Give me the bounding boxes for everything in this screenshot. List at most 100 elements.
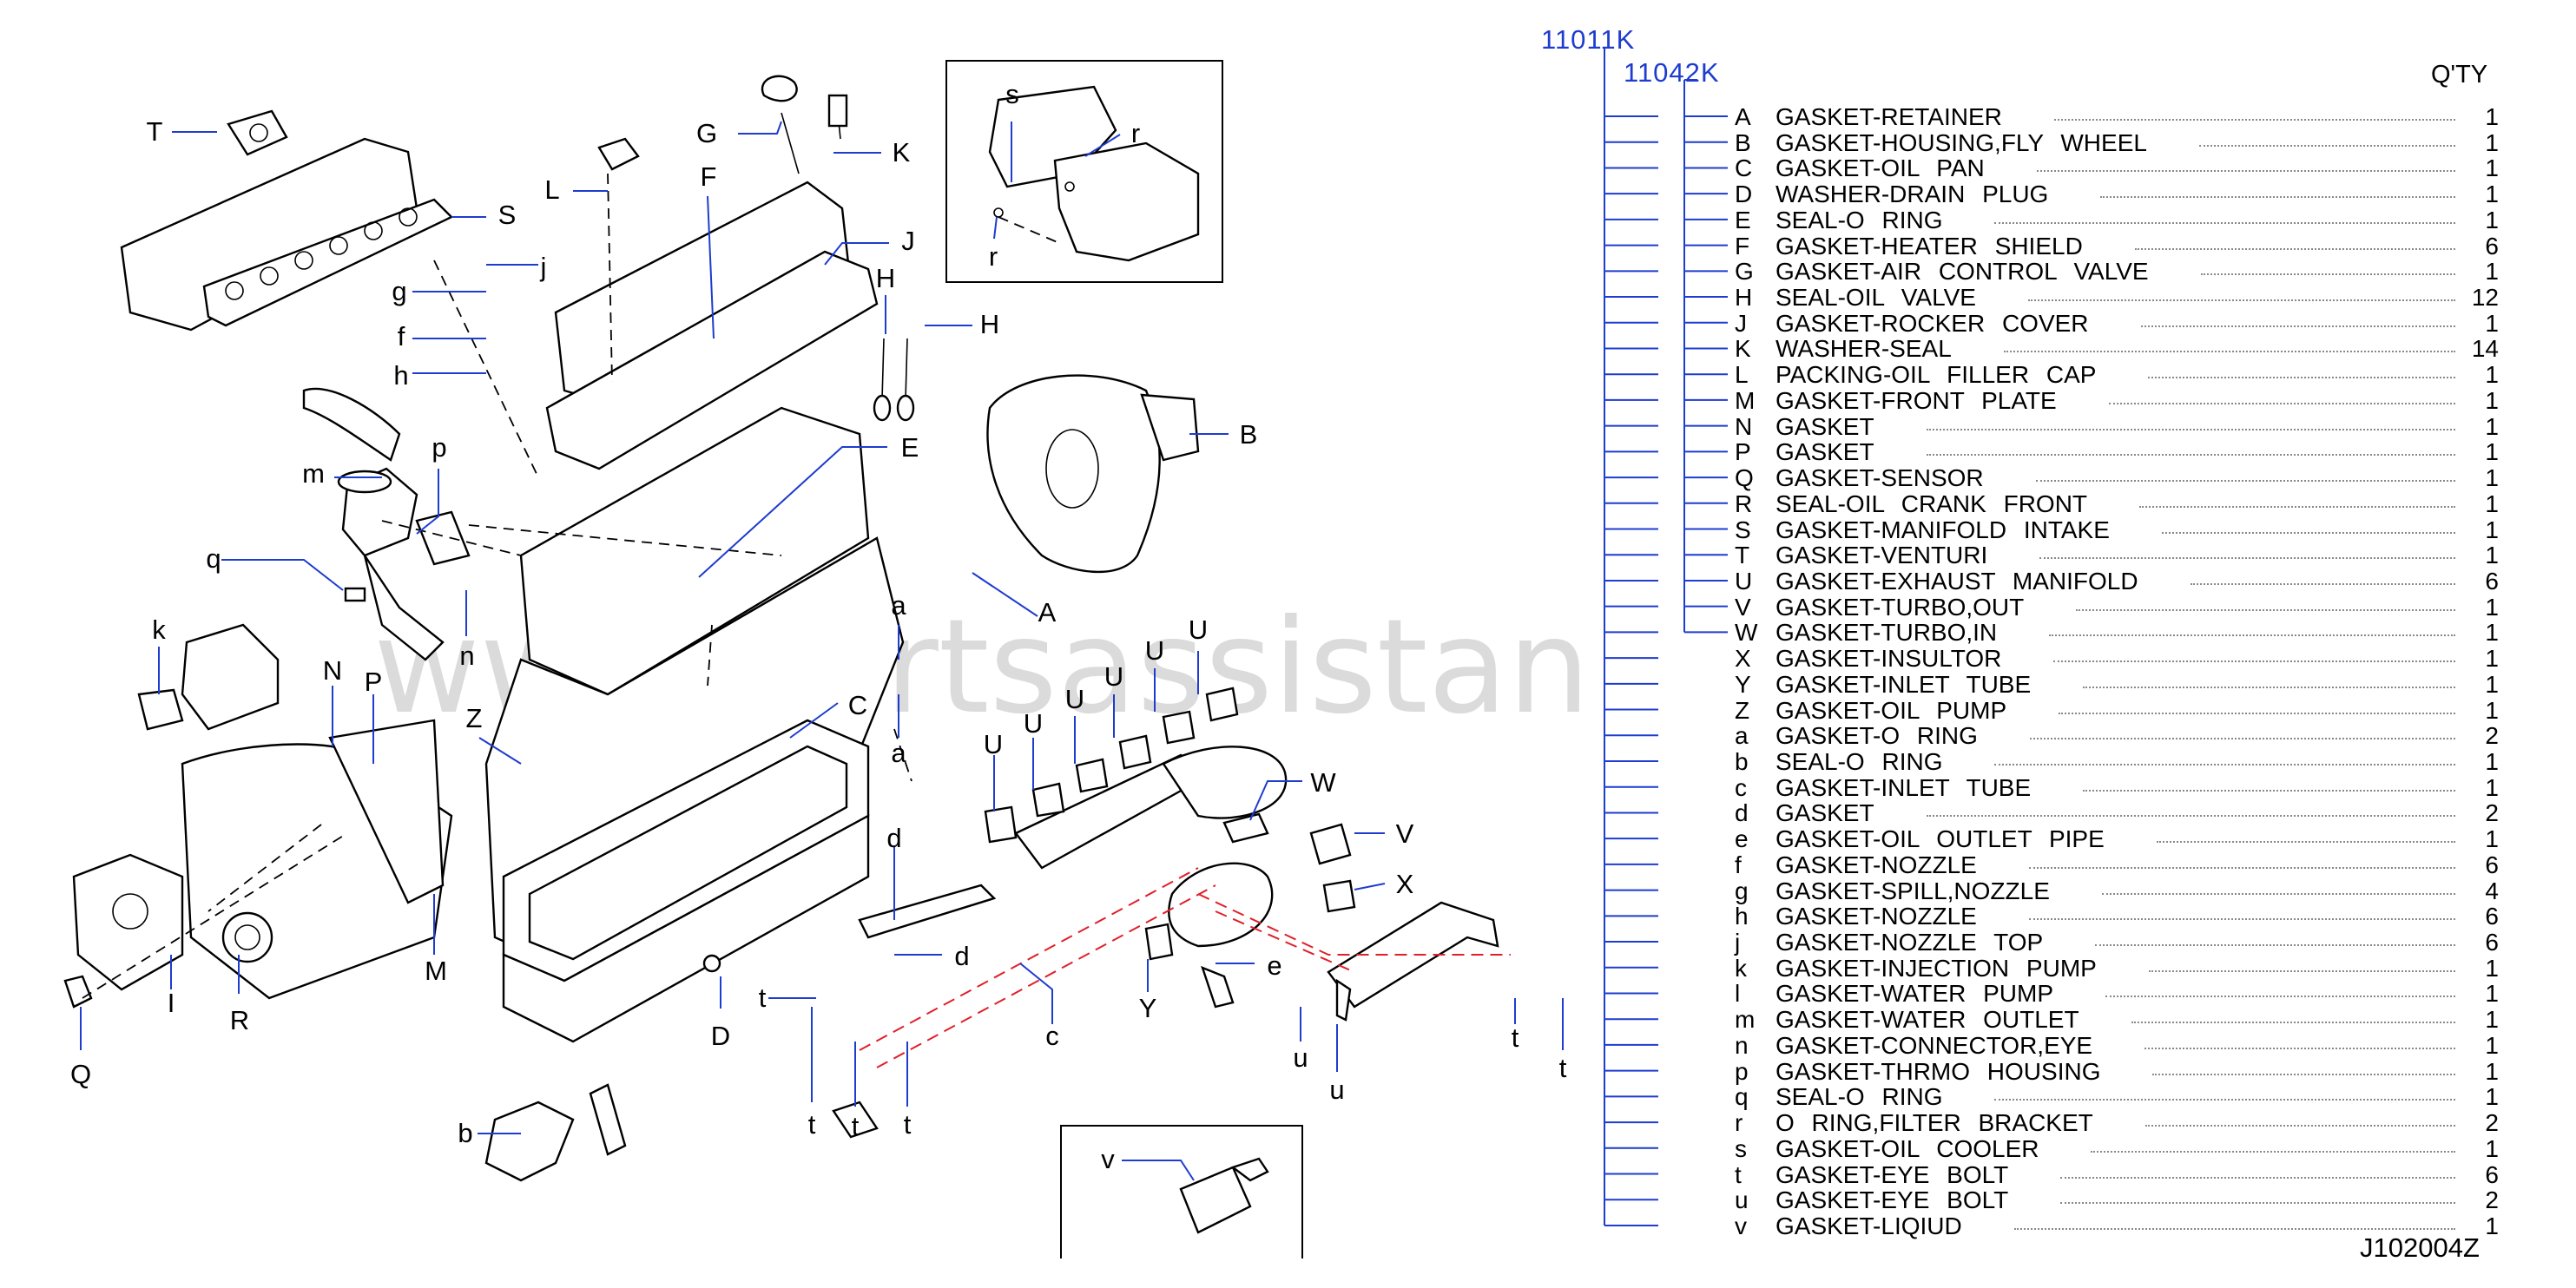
callout-Y: Y bbox=[1138, 993, 1157, 1023]
part-code: U bbox=[1735, 567, 1753, 595]
leader-dots bbox=[2199, 144, 2455, 147]
part-code: Y bbox=[1735, 670, 1751, 698]
part-qty: 1 bbox=[2485, 181, 2499, 208]
part-code: m bbox=[1735, 1006, 1756, 1034]
leader-dots bbox=[2039, 557, 2455, 560]
callout-f: f bbox=[397, 321, 405, 352]
part-code: H bbox=[1735, 284, 1753, 312]
callout-R: R bbox=[229, 1005, 250, 1035]
liquid-gasket-inset-frame bbox=[1060, 1125, 1303, 1258]
callout-u-1: u bbox=[1293, 1042, 1308, 1073]
part-qty: 1 bbox=[2485, 773, 2499, 801]
group-code-outer: 11011K bbox=[1541, 24, 1636, 55]
oil-cooler-parts bbox=[988, 85, 1200, 262]
part-name: WASHER-DRAIN PLUG bbox=[1776, 181, 2049, 208]
callout-u-2: u bbox=[1329, 1074, 1345, 1105]
callout-A: A bbox=[1038, 597, 1057, 628]
part-name: GASKET-SENSOR bbox=[1776, 464, 1984, 492]
part-qty: 1 bbox=[2485, 412, 2499, 440]
callout-U-5: U bbox=[1144, 635, 1165, 666]
rocker-cover bbox=[545, 75, 879, 470]
part-code: R bbox=[1735, 490, 1753, 517]
part-qty: 1 bbox=[2485, 1057, 2499, 1085]
exploded-engine-diagram: www.partsassistant.com bbox=[63, 60, 1580, 1258]
part-code: k bbox=[1735, 954, 1747, 982]
part-name: GASKET-EYE BOLT bbox=[1776, 1186, 2009, 1214]
part-name: GASKET-VENTURI bbox=[1776, 542, 1988, 569]
part-name: GASKET-HOUSING,FLY WHEEL bbox=[1776, 128, 2147, 156]
callout-F: F bbox=[700, 161, 717, 192]
part-qty: 6 bbox=[2485, 1160, 2499, 1188]
part-name: SEAL-O RING bbox=[1776, 206, 1943, 233]
part-code: T bbox=[1735, 542, 1750, 569]
leader-dots bbox=[2131, 1022, 2455, 1024]
timing-cover bbox=[63, 719, 453, 1009]
leader-dots bbox=[2029, 918, 2455, 921]
leader-dots bbox=[2053, 660, 2455, 663]
callout-U-6: U bbox=[1188, 614, 1209, 645]
part-name: GASKET-OIL PUMP bbox=[1776, 696, 2007, 724]
leader-dots bbox=[2059, 712, 2455, 714]
leader-dots bbox=[2141, 325, 2455, 327]
leader-dots bbox=[2060, 1202, 2455, 1205]
part-name: GASKET bbox=[1776, 438, 1874, 466]
part-qty: 1 bbox=[2485, 103, 2499, 130]
callout-t-3: t bbox=[851, 1111, 860, 1141]
callout-k: k bbox=[152, 614, 166, 645]
part-code: Z bbox=[1735, 696, 1750, 724]
part-qty: 1 bbox=[2485, 1031, 2499, 1059]
callout-W: W bbox=[1310, 767, 1336, 798]
leader-dots bbox=[1994, 1099, 2455, 1101]
part-code: L bbox=[1735, 361, 1749, 389]
diagram-reference-code: J102004Z bbox=[2360, 1232, 2480, 1263]
part-code: g bbox=[1735, 877, 1749, 904]
part-qty: 1 bbox=[2485, 361, 2499, 389]
oil-cooler-inset-frame bbox=[945, 60, 1223, 283]
callout-Q: Q bbox=[69, 1059, 92, 1089]
callout-v: v bbox=[1101, 1144, 1115, 1174]
injection-pump bbox=[137, 623, 280, 731]
leader-dots bbox=[2083, 789, 2455, 792]
callout-g: g bbox=[392, 276, 407, 306]
callout-q: q bbox=[206, 543, 221, 574]
part-qty: 6 bbox=[2485, 929, 2499, 956]
part-qty: 1 bbox=[2485, 619, 2499, 647]
part-name: WASHER-SEAL bbox=[1776, 335, 1952, 363]
callout-a-1: a bbox=[891, 590, 906, 621]
leader-dots bbox=[2139, 505, 2455, 508]
part-code: N bbox=[1735, 412, 1753, 440]
part-qty: 6 bbox=[2485, 903, 2499, 930]
part-code: p bbox=[1735, 1057, 1749, 1085]
part-qty: 1 bbox=[2485, 206, 2499, 233]
part-code: A bbox=[1735, 103, 1751, 130]
part-code: Q bbox=[1735, 464, 1754, 492]
part-qty: 1 bbox=[2485, 696, 2499, 724]
leader-dots bbox=[2144, 1047, 2455, 1049]
part-code: S bbox=[1735, 516, 1751, 543]
leader-dots bbox=[2157, 841, 2455, 844]
leader-dots bbox=[2083, 686, 2455, 688]
oil-pipes bbox=[484, 884, 1499, 1234]
part-code: b bbox=[1735, 748, 1749, 775]
part-name: SEAL-O RING bbox=[1776, 1083, 1943, 1111]
callout-G: G bbox=[695, 118, 718, 148]
leader-dots bbox=[2029, 866, 2455, 869]
group-code-inner: 11042K bbox=[1624, 57, 1720, 88]
leader-dots bbox=[2145, 1125, 2455, 1127]
leader-dots bbox=[2135, 247, 2455, 250]
callout-r-1: r bbox=[1130, 118, 1141, 148]
leader-dots bbox=[2030, 738, 2455, 740]
callout-K: K bbox=[892, 137, 911, 168]
part-code: X bbox=[1735, 645, 1751, 673]
callout-U-1: U bbox=[983, 729, 1004, 759]
part-qty: 2 bbox=[2485, 799, 2499, 827]
